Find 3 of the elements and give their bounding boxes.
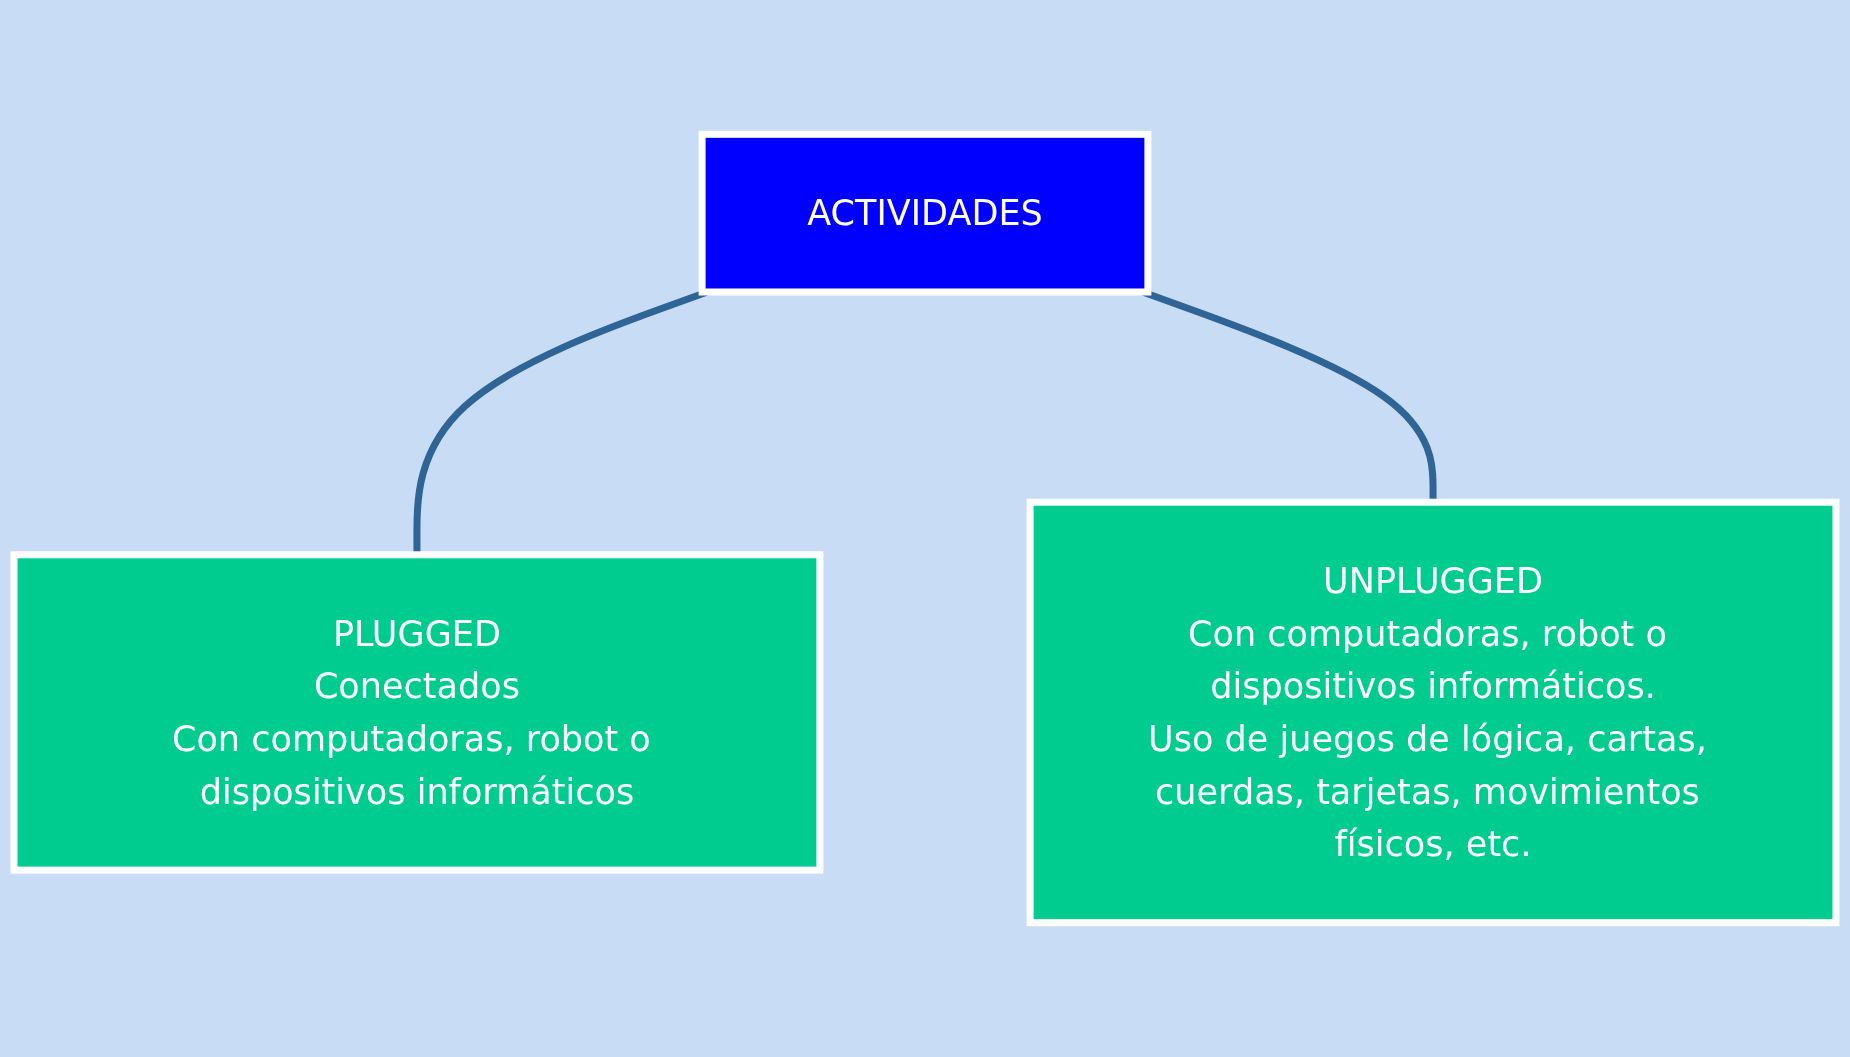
node-box: ACTIVIDADES xyxy=(698,130,1152,296)
node-box: PLUGGED Conectados Con computadoras, robot o dispositivos informáticos xyxy=(10,551,824,874)
node-box: UNPLUGGED Con computadoras, robot o dispositivos informáticos. Uso de juegos de lógica, cartas, cuerdas, tarjetas, movimientos físicos, etc. xyxy=(1026,498,1840,927)
